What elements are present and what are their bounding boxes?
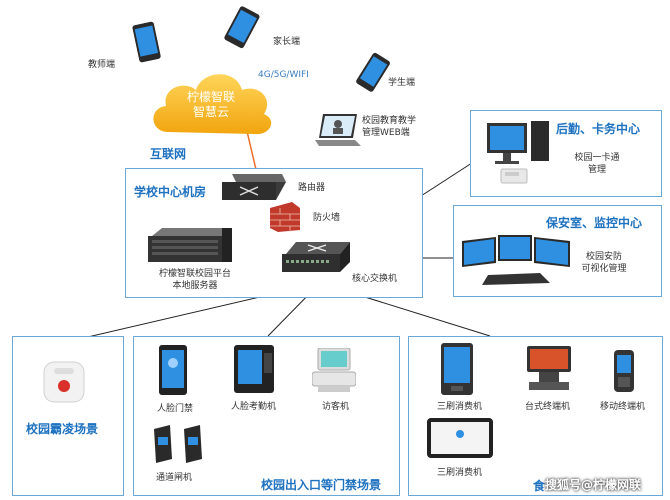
core-switch-icon bbox=[282, 240, 350, 280]
web-client-line1: 校园教育教学 bbox=[362, 116, 417, 126]
logistics-title: 后勤、卡务中心 bbox=[556, 122, 641, 136]
server-line2: 本地服务器 bbox=[172, 281, 218, 291]
pos-terminal-icon bbox=[441, 343, 473, 399]
mobile-terminal-icon bbox=[614, 350, 634, 396]
gate-icon bbox=[150, 423, 206, 471]
face-attendance-label: 人脸考勤机 bbox=[231, 402, 277, 412]
desktop-terminal-icon bbox=[525, 346, 573, 396]
server-icon bbox=[148, 228, 232, 268]
core-switch-label: 核心交换机 bbox=[352, 274, 398, 284]
monitor-wall-icon bbox=[462, 229, 572, 289]
logistics-line1: 校园一卡通 bbox=[574, 153, 620, 163]
visitor-machine-icon bbox=[311, 347, 357, 398]
server-line1: 柠檬智联校园平台 bbox=[158, 269, 231, 279]
canteen-title: 食 bbox=[533, 479, 546, 493]
desktop-terminal-label: 台式终端机 bbox=[525, 402, 571, 412]
gate-label: 通道闸机 bbox=[156, 473, 193, 483]
cloud-line1: 柠檬智联 bbox=[186, 90, 235, 104]
firewall-icon bbox=[270, 202, 300, 236]
server-label: 柠檬智联校园平台 本地服务器 bbox=[148, 268, 242, 292]
visitor-label: 访客机 bbox=[322, 402, 350, 412]
mobile-terminal-label: 移动终端机 bbox=[600, 402, 646, 412]
security-desc: 校园安防 可视化管理 bbox=[568, 251, 640, 275]
network-label: 4G/5G/WIFI bbox=[258, 70, 309, 80]
cloud-line2: 智慧云 bbox=[192, 105, 229, 119]
pos-tablet-icon bbox=[427, 418, 493, 462]
access-title: 校园出入口等门禁场景 bbox=[261, 478, 382, 492]
face-door-label: 人脸门禁 bbox=[157, 404, 194, 414]
cloud: 柠檬智联 智慧云 bbox=[146, 62, 276, 140]
logistics-desc: 校园一卡通 管理 bbox=[562, 152, 632, 176]
anti-bully-title: 校园霸凌场景 bbox=[26, 422, 99, 436]
logistics-line2: 管理 bbox=[587, 165, 606, 175]
router-label: 路由器 bbox=[298, 183, 326, 193]
parent-phone-icon bbox=[221, 5, 260, 52]
internet-label: 互联网 bbox=[150, 147, 187, 161]
firewall-label: 防火墙 bbox=[313, 213, 341, 223]
router-icon bbox=[222, 172, 286, 210]
student-phone-icon bbox=[353, 52, 391, 97]
security-title: 保安室、监控中心 bbox=[546, 216, 643, 230]
pos3b-label: 三刷消费机 bbox=[437, 468, 483, 478]
face-attendance-icon bbox=[234, 345, 274, 397]
student-label: 学生端 bbox=[388, 78, 416, 88]
parent-label: 家长端 bbox=[273, 37, 301, 47]
desktop-pc-icon bbox=[487, 121, 553, 193]
watermark: 搜狐号@柠檬网联 bbox=[545, 478, 642, 492]
teacher-phone-icon bbox=[132, 21, 162, 67]
web-client-line2: 管理WEB端 bbox=[362, 128, 410, 138]
laptop-icon bbox=[315, 112, 361, 152]
cloud-icon bbox=[153, 74, 272, 135]
web-client-label: 校园教育教学 管理WEB端 bbox=[362, 115, 432, 139]
datacenter-title: 学校中心机房 bbox=[134, 185, 207, 199]
face-door-icon bbox=[159, 345, 187, 399]
security-line2: 可视化管理 bbox=[581, 264, 627, 274]
alarm-device-icon bbox=[42, 360, 86, 408]
pos3-label: 三刷消费机 bbox=[437, 402, 483, 412]
teacher-label: 教师端 bbox=[88, 60, 116, 70]
security-line1: 校园安防 bbox=[585, 252, 622, 262]
